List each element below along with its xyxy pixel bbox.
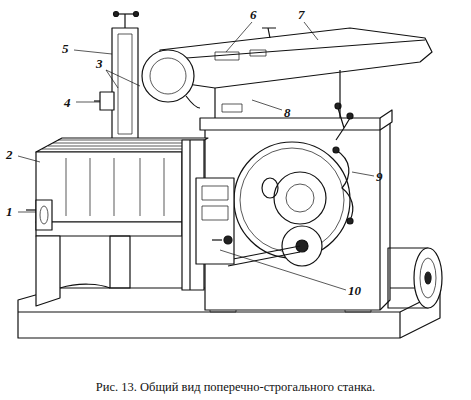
cross-rail-part (202, 206, 228, 220)
electric-motor-part (420, 258, 436, 298)
work-table (26, 138, 208, 306)
tool-head-part (118, 34, 132, 134)
ram-part (222, 104, 242, 112)
machine-base-part (18, 311, 400, 312)
callout-number: 2 (6, 148, 13, 161)
work-table-part-part (53, 143, 200, 144)
cross-rail-part (189, 140, 190, 290)
tool-head-part (124, 14, 125, 28)
work-table-part (26, 209, 36, 210)
callout-number: 9 (376, 170, 383, 183)
cross-rail-part (202, 186, 228, 200)
cross-rail-part (212, 239, 222, 240)
work-table-part-part (164, 158, 165, 216)
callout-number: 5 (62, 42, 69, 55)
leader-lines-part (252, 100, 282, 110)
tool-head (94, 12, 200, 157)
leader-lines-part (352, 172, 374, 176)
tool-head-part (114, 12, 119, 17)
ram-part (339, 70, 340, 118)
cross-rail (182, 140, 234, 290)
work-table-part-part (140, 158, 141, 216)
work-table-part (66, 158, 164, 216)
work-table-part (40, 206, 48, 224)
tool-head-part (112, 28, 138, 140)
ram (160, 28, 432, 118)
leader-lines-part (76, 102, 100, 103)
work-table-part (36, 200, 52, 230)
tool-head-part (150, 58, 186, 94)
tool-head-part (100, 92, 114, 110)
callout-number: 3 (96, 57, 103, 70)
machine-column-part (286, 184, 314, 212)
leader-lines (18, 22, 374, 290)
control-levers-part (333, 147, 339, 153)
electric-motor (388, 248, 442, 308)
machine-column-part (200, 110, 392, 130)
electric-motor-part (414, 248, 442, 308)
callout-number: 7 (298, 8, 305, 21)
callout-number: 6 (250, 8, 257, 21)
electric-motor-part (425, 272, 431, 284)
control-levers-part (336, 108, 350, 140)
ram-part (214, 88, 215, 118)
ram-part (160, 28, 432, 88)
tool-head-part (142, 50, 194, 102)
control-levers-part (347, 113, 353, 119)
work-table-part-part (90, 158, 91, 216)
cross-rail-part (224, 236, 232, 244)
machine-column-part (379, 128, 380, 310)
tool-head-part (94, 100, 100, 101)
work-table-part (110, 236, 130, 288)
ram-part (262, 28, 276, 38)
tool-head-part (134, 12, 139, 17)
leader-lines-part (18, 156, 40, 162)
ram-part (250, 50, 266, 56)
work-table-part (36, 236, 60, 306)
figure-caption: Рис. 13. Общий вид поперечно-строгальног… (0, 380, 471, 395)
work-table-part-part (48, 146, 195, 147)
control-levers-part (347, 218, 353, 224)
ram-part (215, 52, 239, 60)
machine-column-part (228, 246, 300, 260)
callout-number: 10 (348, 284, 361, 297)
work-table-part-part (114, 158, 115, 216)
control-levers (333, 103, 353, 224)
work-table-part (60, 284, 110, 288)
work-table-part-part (66, 158, 67, 216)
callout-number: 4 (64, 96, 71, 109)
machine-column-part (274, 172, 326, 224)
machine-base-part (399, 312, 400, 338)
callout-number: 8 (284, 106, 291, 119)
work-table-part (36, 152, 182, 222)
machine-column-part (379, 118, 380, 130)
machine-column-part (282, 226, 322, 266)
tool-head-part (186, 96, 200, 108)
leader-lines-part (18, 212, 36, 213)
leader-lines-part (226, 22, 252, 52)
leader-lines-part (106, 70, 140, 86)
cross-rail-part (196, 178, 234, 264)
leader-lines-part (220, 250, 346, 290)
callout-number: 1 (6, 205, 13, 218)
control-levers-part (336, 150, 353, 220)
work-table-part-part (42, 149, 190, 150)
ram-part (160, 40, 425, 60)
work-table-part (36, 222, 182, 236)
machine-column-part (262, 178, 278, 198)
leader-lines-part (74, 50, 112, 54)
leader-lines-part (304, 22, 318, 40)
work-table-part (42, 140, 204, 149)
